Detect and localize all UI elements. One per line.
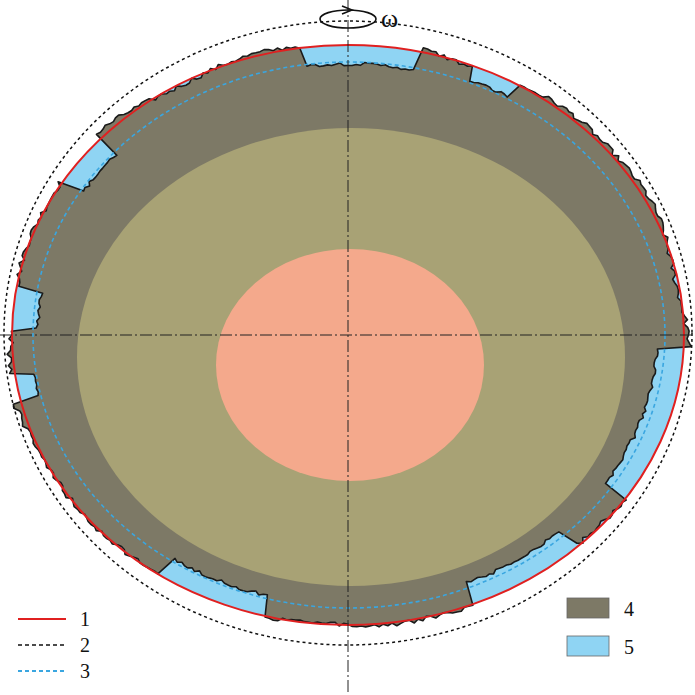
- legend-number: 2: [80, 635, 90, 655]
- legend-number: 1: [80, 609, 90, 629]
- legend-number: 3: [80, 661, 90, 681]
- legend-number: 5: [624, 637, 634, 657]
- rotation-arrow: [320, 10, 376, 28]
- legend-line-sample: [18, 670, 66, 672]
- legend-swatch: [567, 636, 609, 656]
- rotation-axis: [348, 0, 349, 695]
- rotation-arrowhead: [342, 6, 352, 14]
- legend-line-sample: [18, 618, 66, 620]
- equator-axis: [0, 335, 695, 336]
- legend-swatch: [567, 598, 609, 618]
- core: [216, 249, 484, 481]
- legend-number: 4: [624, 599, 634, 619]
- mantle: [77, 128, 625, 586]
- legend-line-sample: [18, 644, 66, 646]
- angular-velocity-label: ω: [381, 6, 398, 32]
